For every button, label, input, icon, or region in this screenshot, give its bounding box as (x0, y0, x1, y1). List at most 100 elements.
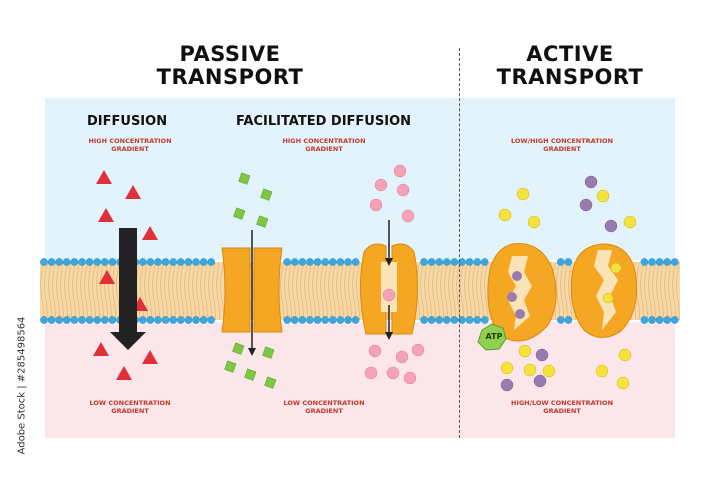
phospholipid-head (283, 258, 292, 266)
red-molecule (96, 170, 112, 184)
phospholipid-head (336, 316, 345, 324)
atp-label: ATP (485, 332, 503, 341)
phospholipid-head (480, 258, 489, 266)
phospholipid-head (450, 316, 459, 324)
phospholipid-head (47, 316, 56, 324)
phospholipid-head (78, 258, 86, 266)
phospholipid-head (557, 258, 565, 266)
red-molecule (98, 208, 114, 222)
phospholipid-head (184, 258, 193, 266)
phospholipid-head (427, 258, 436, 266)
phospholipid-head (161, 316, 170, 324)
phospholipid-head (648, 316, 656, 324)
phospholipid-head (671, 258, 679, 266)
phospholipid-head (108, 258, 117, 266)
red-molecule (99, 270, 115, 284)
purple-molecules (500, 175, 618, 392)
phospholipid-head (70, 258, 79, 266)
channel-protein (221, 230, 283, 356)
phospholipid-head (101, 316, 109, 324)
phospholipid-head (207, 258, 215, 266)
green-molecules (224, 172, 277, 389)
phospholipid-head (564, 316, 573, 324)
phospholipid-head (298, 316, 307, 324)
carrier-protein (359, 220, 419, 340)
phospholipid-head (161, 258, 170, 266)
phospholipid-head (442, 316, 451, 324)
phospholipid-head (473, 258, 482, 266)
phospholipid-head (306, 316, 314, 324)
phospholipid-head (564, 258, 573, 266)
phospholipid-head (640, 258, 649, 266)
phospholipid-head (154, 316, 162, 324)
phospholipid-head (473, 316, 482, 324)
phospholipid-head (85, 316, 94, 324)
diffusion-arrow (110, 228, 146, 350)
active-pump-left (487, 243, 557, 342)
phospholipid-head (199, 258, 208, 266)
phospholipid-head (85, 258, 94, 266)
phospholipid-head (321, 258, 330, 266)
phospholipid-head (207, 316, 215, 324)
yellow-molecules (498, 187, 637, 390)
facilitated-diffusion-label: FACILITATED DIFFUSION (236, 114, 411, 129)
phospholipid-head (108, 316, 117, 324)
phospholipid-head (192, 316, 200, 324)
phospholipid-head (321, 316, 330, 324)
phospholipid-head (101, 258, 109, 266)
phospholipid-head (450, 258, 459, 266)
phospholipid-head (458, 316, 466, 324)
phospholipid-head (70, 316, 79, 324)
passive-transport-title: PASSIVE TRANSPORT (156, 42, 304, 89)
phospholipid-head (328, 258, 337, 266)
phospholipid-head (192, 258, 200, 266)
section-divider (459, 48, 460, 438)
phospholipid-head (465, 258, 474, 266)
red-molecule (93, 342, 109, 356)
phospholipid-head (655, 316, 664, 324)
phospholipid-head (93, 316, 101, 324)
atp-molecule (477, 323, 507, 351)
phospholipid-head (184, 316, 193, 324)
phospholipid-head (55, 258, 64, 266)
phospholipid-head (313, 316, 322, 324)
phospholipid-head (78, 316, 86, 324)
phospholipid-head (648, 258, 656, 266)
phospholipid-head (557, 316, 565, 324)
phospholipid-head (47, 258, 56, 266)
phospholipid-head (138, 258, 147, 266)
phospholipid-head (328, 316, 337, 324)
red-molecule (125, 185, 141, 199)
phospholipid-head (290, 258, 299, 266)
active-pump-right (570, 243, 638, 338)
diagram-background-bottom (45, 322, 675, 438)
stock-credit: Adobe Stock | #285498564 (16, 316, 28, 455)
pink-molecules (364, 164, 425, 385)
phospholipid-head (63, 258, 71, 266)
phospholipid-head (93, 258, 101, 266)
phospholipid-head (298, 258, 307, 266)
phospholipid-head (344, 316, 352, 324)
phospholipid-head (458, 258, 466, 266)
phospholipid-head (138, 316, 147, 324)
phospholipid-head (40, 316, 48, 324)
phospholipid-head (344, 258, 352, 266)
phospholipid-head (442, 258, 451, 266)
red-molecule (142, 350, 158, 364)
phospholipid-head (465, 316, 474, 324)
phospholipid-head (420, 258, 428, 266)
phospholipid-head (176, 258, 185, 266)
phospholipid-head (40, 258, 48, 266)
phospholipid-head (176, 316, 185, 324)
phospholipid-head (154, 258, 162, 266)
phospholipid-head (169, 316, 177, 324)
phospholipid-head (351, 258, 360, 266)
phospholipid-heads (40, 258, 679, 324)
phospholipid-head (306, 258, 314, 266)
phospholipid-head (655, 258, 664, 266)
